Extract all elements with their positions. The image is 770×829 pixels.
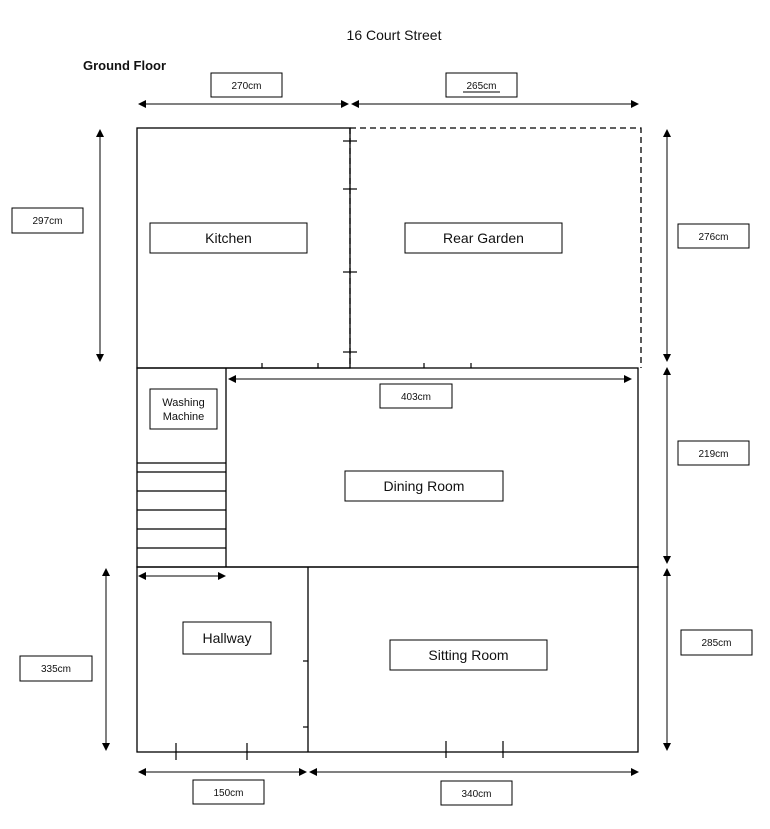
svg-text:270cm: 270cm — [231, 81, 261, 92]
washing-machine-label: Washing Machine — [149, 388, 218, 430]
svg-text:Machine: Machine — [163, 411, 205, 423]
svg-text:Washing: Washing — [162, 397, 204, 409]
dim-kitchen-height: 297cm — [11, 207, 84, 234]
svg-text:Sitting Room: Sitting Room — [428, 647, 508, 663]
svg-text:340cm: 340cm — [461, 789, 491, 800]
rear-garden-label: Rear Garden — [404, 222, 563, 254]
garden-boundary — [350, 127, 642, 368]
dim-sitting-height: 285cm — [680, 629, 753, 656]
sitting-room-label: Sitting Room — [389, 639, 548, 671]
svg-text:297cm: 297cm — [32, 216, 62, 227]
walls — [136, 127, 642, 753]
kitchen-label: Kitchen — [149, 222, 308, 254]
svg-text:Rear Garden: Rear Garden — [443, 230, 524, 246]
dim-kitchen-width: 270cm — [210, 72, 283, 98]
dim-hallway-height: 335cm — [19, 655, 93, 682]
dim-sitting-width: 340cm — [440, 780, 513, 806]
dim-dining-height: 219cm — [677, 440, 750, 466]
svg-text:150cm: 150cm — [213, 788, 243, 799]
opening-markers — [175, 140, 504, 760]
stairs — [137, 462, 226, 549]
dim-garden-height: 276cm — [677, 223, 750, 249]
svg-text:276cm: 276cm — [698, 232, 728, 243]
hallway-label: Hallway — [182, 621, 272, 655]
svg-text:265cm: 265cm — [466, 81, 496, 92]
dimension-lines — [96, 100, 671, 776]
bottom-wall — [136, 566, 639, 753]
plan-title: 16 Court Street — [347, 27, 442, 43]
dim-garden-width: 265cm — [445, 72, 518, 98]
svg-text:Hallway: Hallway — [202, 630, 251, 646]
svg-text:403cm: 403cm — [401, 392, 431, 403]
svg-text:Dining Room: Dining Room — [384, 478, 465, 494]
svg-text:219cm: 219cm — [698, 449, 728, 460]
floor-label: Ground Floor — [83, 58, 166, 73]
svg-text:335cm: 335cm — [41, 664, 71, 675]
svg-text:285cm: 285cm — [701, 638, 731, 649]
dim-hallway-width: 150cm — [192, 779, 265, 805]
dim-dining-width: 403cm — [379, 383, 453, 409]
svg-text:Kitchen: Kitchen — [205, 230, 252, 246]
dining-room-label: Dining Room — [344, 470, 504, 502]
